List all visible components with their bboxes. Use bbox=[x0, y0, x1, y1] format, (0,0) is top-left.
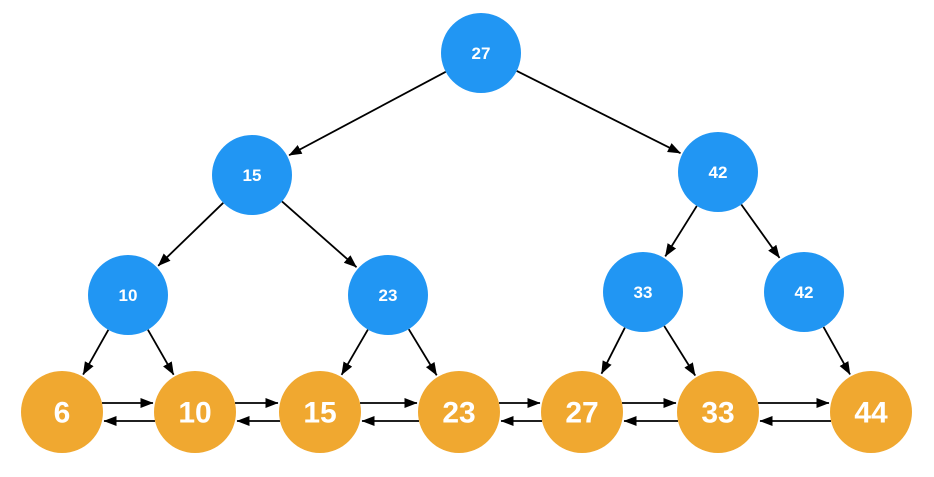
leaf-6-label: 6 bbox=[54, 397, 71, 430]
leaf-node-44: 44 bbox=[830, 371, 912, 453]
tree-edge-internal-15-to-internal-23 bbox=[281, 200, 358, 268]
leaf-23-circle bbox=[418, 371, 500, 453]
leaf-15-label: 15 bbox=[303, 397, 336, 430]
leaf-node-15: 15 bbox=[279, 371, 361, 453]
nodes-layer: 27 15 42 10 23 33 42 6 10 15 23 27 33 44 bbox=[21, 13, 912, 453]
leaf-node-6: 6 bbox=[21, 371, 103, 453]
edges-layer bbox=[82, 70, 851, 426]
tree-edge-root-27-to-internal-15 bbox=[288, 71, 447, 157]
tree-edge-root-27-to-internal-42 bbox=[516, 70, 681, 154]
internal-33-label: 33 bbox=[634, 283, 653, 302]
internal-15-label: 15 bbox=[243, 166, 262, 185]
internal-node-42: 42 bbox=[678, 132, 758, 212]
leaf-node-10: 10 bbox=[154, 371, 236, 453]
leaf-44-label: 44 bbox=[854, 397, 888, 430]
tree-edge-internal-15-to-internal-10 bbox=[157, 202, 224, 267]
leaf-33-label: 33 bbox=[701, 397, 734, 430]
internal-42-label: 42 bbox=[709, 163, 728, 182]
leaf-6-circle bbox=[21, 371, 103, 453]
internal-node-23: 23 bbox=[348, 255, 428, 335]
leaf-23-label: 23 bbox=[442, 397, 475, 430]
leaf-node-23: 23 bbox=[418, 371, 500, 453]
leaf-33-circle bbox=[677, 371, 759, 453]
internal-node-27: 27 bbox=[441, 13, 521, 93]
tree-edge-internal-10-to-leaf-6 bbox=[82, 329, 110, 375]
internal-node-10: 10 bbox=[88, 255, 168, 335]
tree-edge-internal-23-to-leaf-23 bbox=[407, 328, 438, 376]
tree-edge-internal-42-right-to-leaf-44 bbox=[822, 326, 851, 375]
leaf-node-27: 27 bbox=[541, 371, 623, 453]
internal-33-circle bbox=[603, 252, 683, 332]
root-27-label: 27 bbox=[472, 44, 491, 63]
internal-10-circle bbox=[88, 255, 168, 335]
internal-15-circle bbox=[212, 135, 292, 215]
leaf-10-label: 10 bbox=[178, 397, 211, 430]
leaf-node-33: 33 bbox=[677, 371, 759, 453]
internal-node-33: 33 bbox=[603, 252, 683, 332]
internal-10-label: 10 bbox=[119, 286, 138, 305]
tree-edge-internal-23-to-leaf-15 bbox=[340, 329, 369, 376]
tree-edge-internal-42-to-internal-33 bbox=[664, 205, 698, 257]
leaf-27-circle bbox=[541, 371, 623, 453]
internal-42-circle bbox=[678, 132, 758, 212]
tree-edge-internal-33-to-leaf-33 bbox=[663, 325, 696, 377]
internal-node-42: 42 bbox=[764, 252, 844, 332]
internal-node-15: 15 bbox=[212, 135, 292, 215]
internal-42-right-label: 42 bbox=[795, 283, 814, 302]
leaf-10-circle bbox=[154, 371, 236, 453]
internal-23-circle bbox=[348, 255, 428, 335]
tree-edge-internal-10-to-leaf-10 bbox=[147, 329, 175, 376]
leaf-27-label: 27 bbox=[565, 397, 598, 430]
tree-edge-internal-33-to-leaf-27 bbox=[600, 327, 626, 375]
tree-edge-internal-42-to-internal-42-right bbox=[740, 203, 781, 259]
root-27-circle bbox=[441, 13, 521, 93]
leaf-44-circle bbox=[830, 371, 912, 453]
leaf-15-circle bbox=[279, 371, 361, 453]
internal-42-right-circle bbox=[764, 252, 844, 332]
internal-23-label: 23 bbox=[379, 286, 398, 305]
